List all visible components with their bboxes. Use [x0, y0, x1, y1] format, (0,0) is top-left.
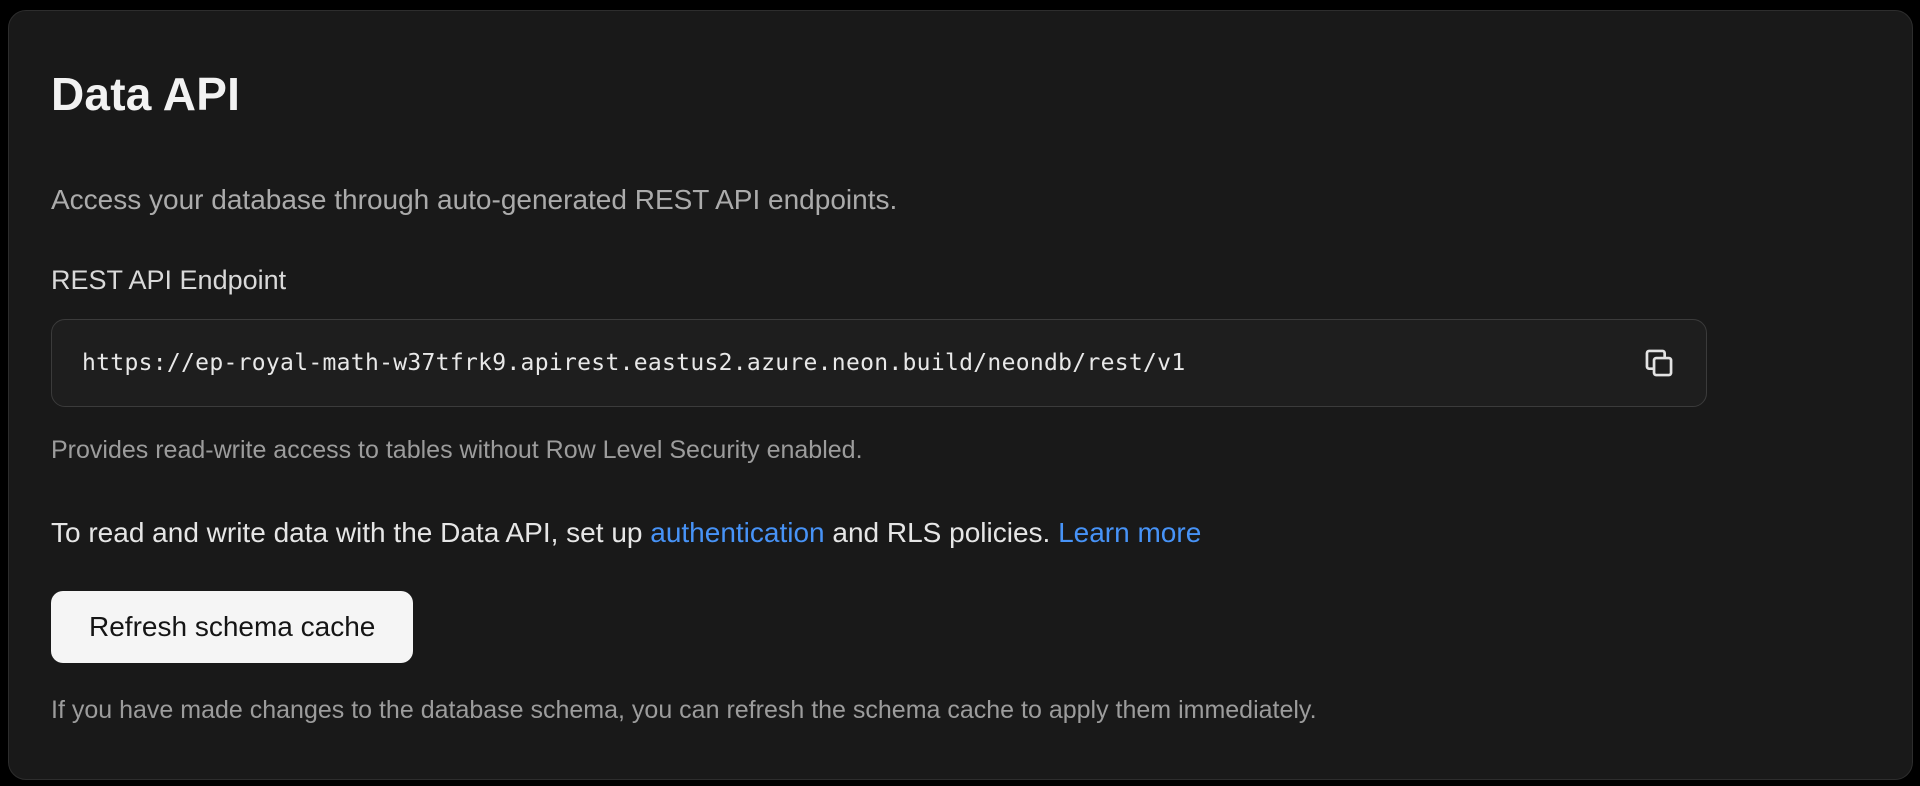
panel-description: Access your database through auto-genera…	[51, 184, 898, 215]
endpoint-helper-text: Provides read-write access to tables wit…	[51, 436, 863, 464]
authentication-link[interactable]: authentication	[650, 517, 825, 548]
refresh-helper-text: If you have made changes to the database…	[51, 696, 1317, 724]
learn-more-link[interactable]: Learn more	[1058, 517, 1202, 548]
page-title: Data API	[51, 68, 241, 120]
endpoint-label: REST API Endpoint	[51, 265, 287, 295]
copy-icon	[1642, 346, 1676, 380]
rls-note: To read and write data with the Data API…	[51, 515, 1862, 551]
rls-note-text-middle: and RLS policies.	[824, 517, 1059, 548]
endpoint-url: https://ep-royal-math-w37tfrk9.apirest.e…	[82, 350, 1186, 376]
rls-note-text-before: To read and write data with the Data API…	[51, 517, 651, 548]
copy-button[interactable]	[1636, 340, 1682, 386]
data-api-panel: Data API Access your database through au…	[8, 10, 1913, 780]
endpoint-field[interactable]: https://ep-royal-math-w37tfrk9.apirest.e…	[51, 319, 1707, 407]
refresh-schema-cache-button[interactable]: Refresh schema cache	[51, 591, 414, 663]
